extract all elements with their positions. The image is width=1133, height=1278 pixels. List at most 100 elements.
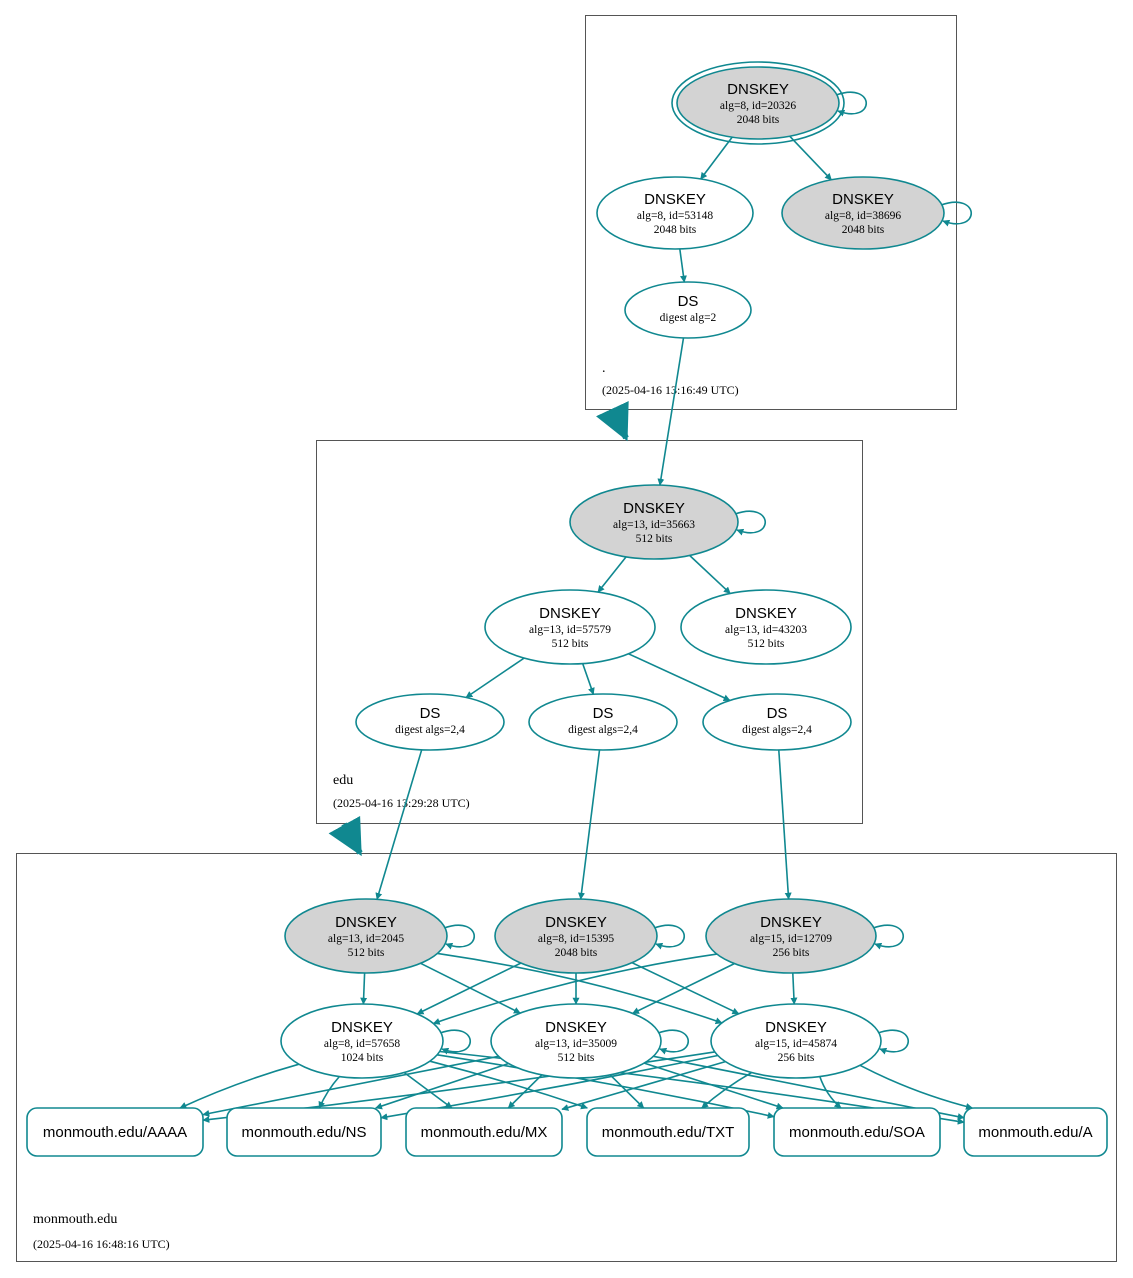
edge-mm_zsk2-to-rr2 xyxy=(507,1074,543,1109)
self-loop-mm_zsk1 xyxy=(439,1029,472,1055)
rrset-soa[interactable]: monmouth.edu/SOA xyxy=(773,1107,941,1157)
edge-mm_ksk3-to-mm_zsk3 xyxy=(790,972,798,1005)
node-detail-label: digest algs=2,4 xyxy=(568,724,638,736)
node-type-label: DS xyxy=(593,705,614,722)
self-loop-mm_zsk2 xyxy=(657,1029,690,1055)
edge-mm_ksk1-to-mm_zsk1 xyxy=(360,972,368,1005)
edge-root_ksk-to-root_zsk xyxy=(700,136,733,180)
self-loop-root_ksk xyxy=(835,91,868,117)
node-detail-label: alg=8, id=15395 xyxy=(538,933,614,945)
node-type-label: DNSKEY xyxy=(335,914,397,931)
self-loop-edu_ksk xyxy=(734,510,767,536)
zone-root: . (2025-04-16 13:16:49 UTC) xyxy=(585,15,957,410)
node-type-label: DNSKEY xyxy=(623,500,685,517)
node-shape xyxy=(355,693,505,751)
node-detail-label: 512 bits xyxy=(552,638,589,650)
node-shape xyxy=(569,484,739,560)
rrset-a[interactable]: monmouth.edu/A xyxy=(963,1107,1108,1157)
node-shape xyxy=(284,898,448,974)
node-shape xyxy=(490,1003,662,1079)
rrset-label: monmouth.edu/A xyxy=(978,1124,1092,1141)
node-shape xyxy=(702,693,852,751)
node-detail-label: alg=8, id=57658 xyxy=(324,1038,400,1050)
node-type-label: DS xyxy=(767,705,788,722)
node-detail-label: 2048 bits xyxy=(842,224,885,236)
rrset-label: monmouth.edu/TXT xyxy=(602,1124,735,1141)
node-detail-label: alg=8, id=38696 xyxy=(825,210,901,222)
node-detail-label: 2048 bits xyxy=(555,947,598,959)
node-edu_ds2[interactable]: DS digest algs=2,4 xyxy=(528,693,678,751)
edge-root_ksk-to-root_k2 xyxy=(789,135,832,181)
edge-edu_zsk-to-edu_ds2 xyxy=(581,663,595,695)
node-shape xyxy=(680,589,852,665)
delegation-arrow-root-edu xyxy=(596,401,629,442)
rrset-label: monmouth.edu/AAAA xyxy=(43,1124,187,1141)
node-shape xyxy=(676,66,840,140)
node-type-label: DNSKEY xyxy=(644,191,706,208)
node-type-label: DNSKEY xyxy=(539,605,601,622)
rrset-box xyxy=(773,1107,941,1157)
node-mm_zsk3[interactable]: DNSKEY alg=15, id=45874 256 bits xyxy=(710,1003,882,1079)
rrset-label: monmouth.edu/MX xyxy=(421,1124,548,1141)
edge-edu_zsk-to-edu_ds1 xyxy=(465,657,525,699)
node-detail-label: alg=8, id=20326 xyxy=(720,100,796,112)
zone-root-timestamp: (2025-04-16 13:16:49 UTC) xyxy=(602,383,739,397)
edge-mm_zsk1-to-rr1 xyxy=(318,1075,340,1109)
rrset-box xyxy=(586,1107,750,1157)
node-detail-label: alg=15, id=12709 xyxy=(750,933,832,945)
node-detail-label: alg=15, id=45874 xyxy=(755,1038,837,1050)
node-detail-label: digest alg=2 xyxy=(660,312,717,324)
self-loop-mm_ksk2 xyxy=(653,924,686,950)
node-shape xyxy=(624,281,752,339)
zone-edu-timestamp: (2025-04-16 13:29:28 UTC) xyxy=(333,796,470,810)
node-detail-label: 256 bits xyxy=(773,947,810,959)
zone-monmouth: monmouth.edu (2025-04-16 16:48:16 UTC) xyxy=(16,853,1117,1262)
node-type-label: DNSKEY xyxy=(765,1019,827,1036)
edge-mm_zsk3-to-rr4 xyxy=(819,1076,842,1109)
rrset-ns[interactable]: monmouth.edu/NS xyxy=(226,1107,382,1157)
node-edu_ds3[interactable]: DS digest algs=2,4 xyxy=(702,693,852,751)
node-detail-label: digest algs=2,4 xyxy=(395,724,465,736)
self-loop-root_k2 xyxy=(940,201,973,227)
node-shape xyxy=(705,898,877,974)
edge-mm_zsk3-to-rr3 xyxy=(701,1071,752,1109)
node-shape xyxy=(494,898,658,974)
node-detail-label: digest algs=2,4 xyxy=(742,724,812,736)
node-detail-label: 256 bits xyxy=(778,1052,815,1064)
rrset-txt[interactable]: monmouth.edu/TXT xyxy=(586,1107,750,1157)
node-detail-label: 512 bits xyxy=(748,638,785,650)
node-detail-label: 512 bits xyxy=(636,533,673,545)
rrset-box xyxy=(963,1107,1108,1157)
edge-edu_ds1-to-mm_ksk1 xyxy=(375,749,423,900)
edge-edu_ds3-to-mm_ksk3 xyxy=(778,749,792,900)
edge-mm_zsk1-to-rr0 xyxy=(179,1063,300,1109)
node-detail-label: 1024 bits xyxy=(341,1052,384,1064)
edge-mm_ksk2-to-mm_zsk1 xyxy=(416,962,522,1015)
node-detail-label: 2048 bits xyxy=(654,224,697,236)
edge-mm_ksk3-to-mm_zsk2 xyxy=(631,962,735,1015)
node-detail-label: alg=13, id=35009 xyxy=(535,1038,617,1050)
rrset-aaaa[interactable]: monmouth.edu/AAAA xyxy=(26,1107,204,1157)
rrset-mx[interactable]: monmouth.edu/MX xyxy=(405,1107,563,1157)
zone-root-name: . xyxy=(602,361,606,376)
self-loop-mm_ksk1 xyxy=(443,924,476,950)
edge-mm_zsk3-to-rr5 xyxy=(859,1064,973,1110)
zone-edu-name: edu xyxy=(333,773,353,788)
node-detail-label: alg=13, id=2045 xyxy=(328,933,404,945)
rrset-label: monmouth.edu/SOA xyxy=(789,1124,925,1141)
node-type-label: DNSKEY xyxy=(545,1019,607,1036)
edge-edu_ds2-to-mm_ksk2 xyxy=(578,749,601,900)
